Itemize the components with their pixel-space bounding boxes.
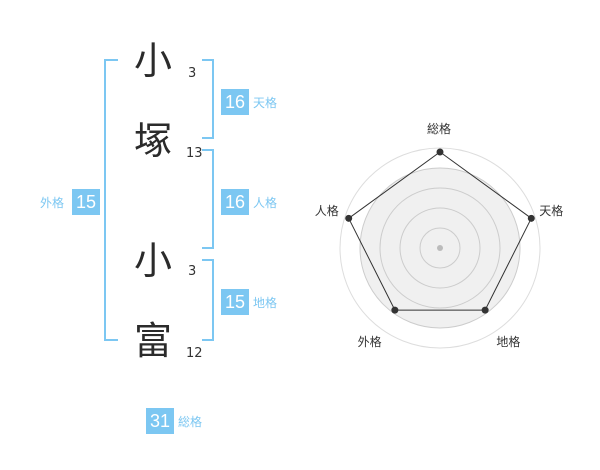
radar-chart-svg bbox=[339, 147, 541, 349]
chikaku-value-badge: 15 bbox=[221, 289, 249, 315]
radar-axis-label-4: 外格 bbox=[357, 335, 382, 350]
name-char-2: 塚 bbox=[133, 119, 172, 163]
name-char-1-strokes: 3 bbox=[188, 66, 197, 81]
name-char-2-strokes: 13 bbox=[186, 146, 203, 161]
radar-point-4 bbox=[391, 306, 399, 314]
radar-axis-label-5: 人格 bbox=[314, 203, 339, 218]
gaikaku-value-badge: 15 bbox=[72, 189, 100, 215]
jinkaku-bracket bbox=[202, 149, 214, 249]
chikaku-label: 地格 bbox=[253, 296, 278, 310]
tenkaku-bracket bbox=[202, 59, 214, 139]
name-char-1: 小 bbox=[133, 39, 172, 83]
gaikaku-label: 外格 bbox=[40, 196, 65, 210]
gaikaku-bracket bbox=[104, 59, 118, 341]
radar-point-2 bbox=[527, 214, 535, 222]
tenkaku-label: 天格 bbox=[253, 96, 278, 110]
radar-series-polygon bbox=[348, 151, 532, 311]
name-char-4: 富 bbox=[133, 319, 172, 363]
name-breakdown-panel: 小 3 塚 13 小 3 富 12 16 天格 16 人格 15 地格 外格 1… bbox=[40, 39, 278, 434]
radar-center-dot bbox=[437, 245, 443, 251]
radar-point-1 bbox=[436, 148, 444, 156]
radar-point-3 bbox=[481, 306, 489, 314]
radar-axis-label-2: 天格 bbox=[539, 203, 564, 218]
radar-axis-label-1: 総格 bbox=[427, 122, 452, 136]
soukaku-value-badge: 31 bbox=[146, 408, 174, 434]
radar-grid-ring bbox=[399, 207, 481, 289]
name-char-3: 小 bbox=[133, 239, 172, 283]
fortune-radar-chart: 総格天格地格 外格 人格 bbox=[300, 110, 600, 360]
radar-grid-ring bbox=[419, 227, 461, 269]
jinkaku-value-badge: 16 bbox=[221, 189, 249, 215]
name-char-4-strokes: 12 bbox=[186, 346, 203, 361]
jinkaku-label: 人格 bbox=[253, 196, 278, 210]
name-char-3-strokes: 3 bbox=[188, 264, 197, 279]
radar-point-5 bbox=[345, 214, 353, 222]
tenkaku-value-badge: 16 bbox=[221, 89, 249, 115]
soukaku-label: 総格 bbox=[178, 415, 203, 429]
radar-axis-label-3: 地格 bbox=[496, 335, 521, 350]
chikaku-bracket bbox=[202, 259, 214, 341]
radar-grid-ring bbox=[379, 187, 501, 309]
